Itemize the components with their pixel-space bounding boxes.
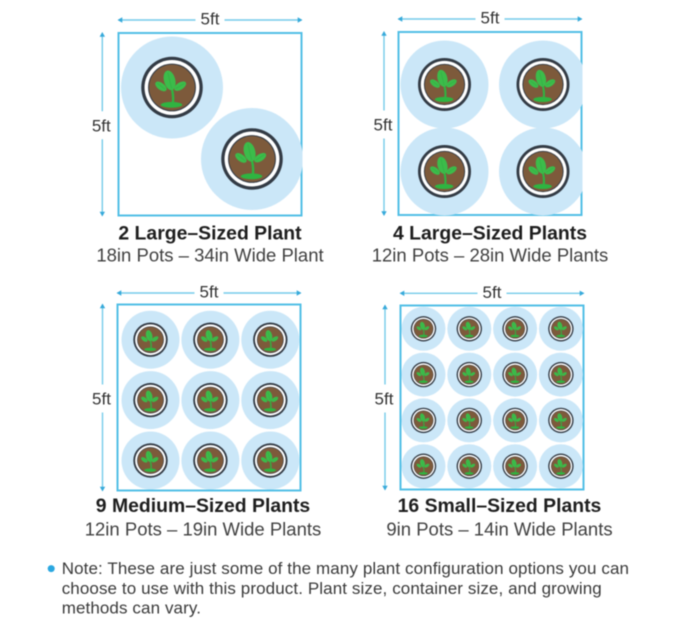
svg-text:choose to use with this produc: choose to use with this product. Plant s… bbox=[62, 579, 602, 598]
svg-text:5ft: 5ft bbox=[481, 9, 500, 28]
svg-text:5ft: 5ft bbox=[201, 10, 220, 29]
svg-text:5ft: 5ft bbox=[200, 283, 219, 302]
svg-text:9in Pots – 14in Wide Plants: 9in Pots – 14in Wide Plants bbox=[386, 519, 612, 540]
svg-text:18in Pots – 34in Wide Plant: 18in Pots – 34in Wide Plant bbox=[96, 245, 323, 266]
svg-text:Note: These are just some of t: Note: These are just some of the many pl… bbox=[62, 559, 629, 578]
svg-text:5ft: 5ft bbox=[374, 116, 393, 135]
svg-text:5ft: 5ft bbox=[375, 390, 394, 409]
svg-text:5ft: 5ft bbox=[92, 390, 111, 409]
svg-text:2 Large–Sized Plant: 2 Large–Sized Plant bbox=[118, 223, 302, 245]
svg-text:9 Medium–Sized Plants: 9 Medium–Sized Plants bbox=[96, 495, 310, 517]
svg-text:5ft: 5ft bbox=[92, 116, 111, 135]
svg-text:5ft: 5ft bbox=[483, 283, 502, 302]
svg-text:12in Pots – 28in Wide Plants: 12in Pots – 28in Wide Plants bbox=[372, 245, 609, 266]
svg-text:12in Pots – 19in Wide Plants: 12in Pots – 19in Wide Plants bbox=[85, 519, 322, 540]
svg-text:16 Small–Sized Plants: 16 Small–Sized Plants bbox=[398, 495, 602, 517]
svg-text:4 Large–Sized Plants: 4 Large–Sized Plants bbox=[393, 223, 587, 245]
svg-text:methods can vary.: methods can vary. bbox=[62, 599, 201, 618]
